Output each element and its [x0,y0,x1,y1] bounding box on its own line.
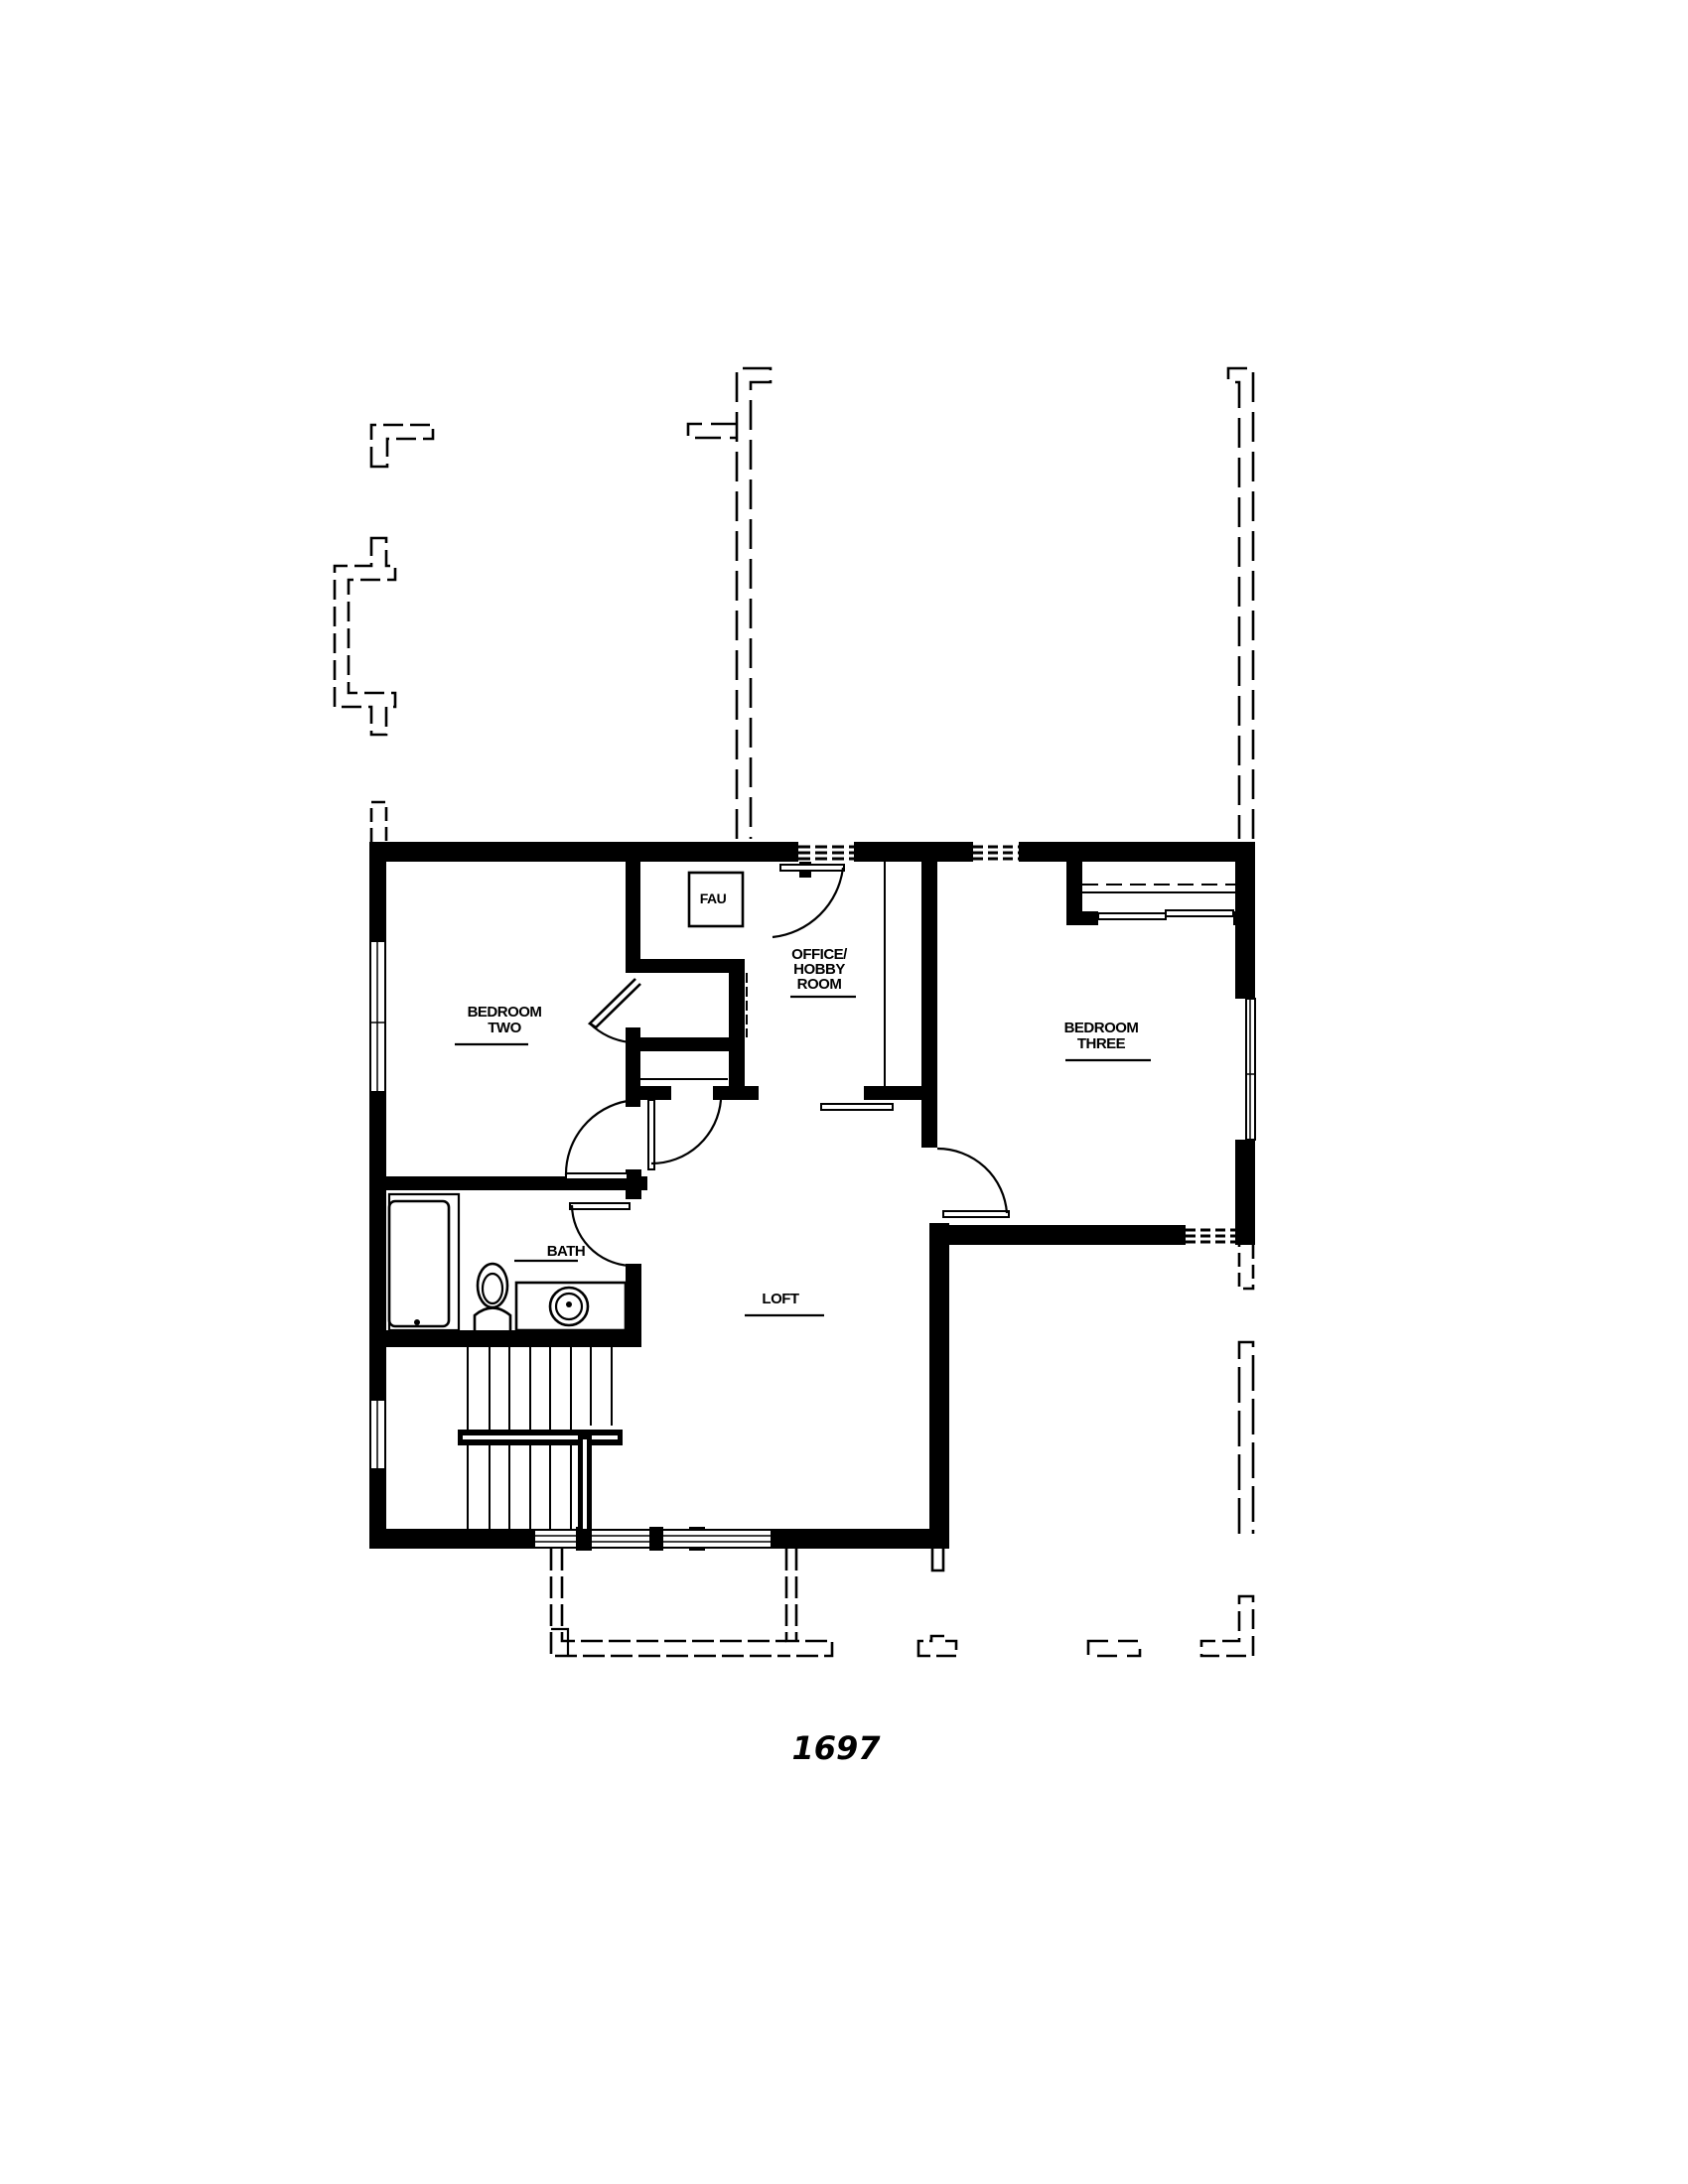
svg-text:THREE: THREE [1077,1035,1126,1052]
fixtures [387,871,745,1332]
plan-number: 1697 [791,1729,881,1767]
label-loft: LOFT [762,1291,798,1307]
windows [369,844,1256,1551]
label-bedroom-three: BEDROOM [1064,1020,1139,1036]
lower-level-outline [333,366,1255,1658]
svg-text:ROOM: ROOM [797,976,842,993]
label-bath: BATH [547,1243,586,1260]
label-bedroom-two: BEDROOM [468,1004,542,1021]
stairs [458,1347,623,1529]
svg-text:TWO: TWO [488,1020,521,1036]
label-office-hobby-room: OFFICE/ [791,946,848,963]
room-labels: BEDROOM TWO OFFICE/ HOBBY ROOM FAU BEDRO… [455,890,1151,1317]
doors [564,862,1235,1268]
svg-text:HOBBY: HOBBY [793,961,845,978]
label-fau: FAU [700,890,727,906]
fau-unit [687,871,745,928]
